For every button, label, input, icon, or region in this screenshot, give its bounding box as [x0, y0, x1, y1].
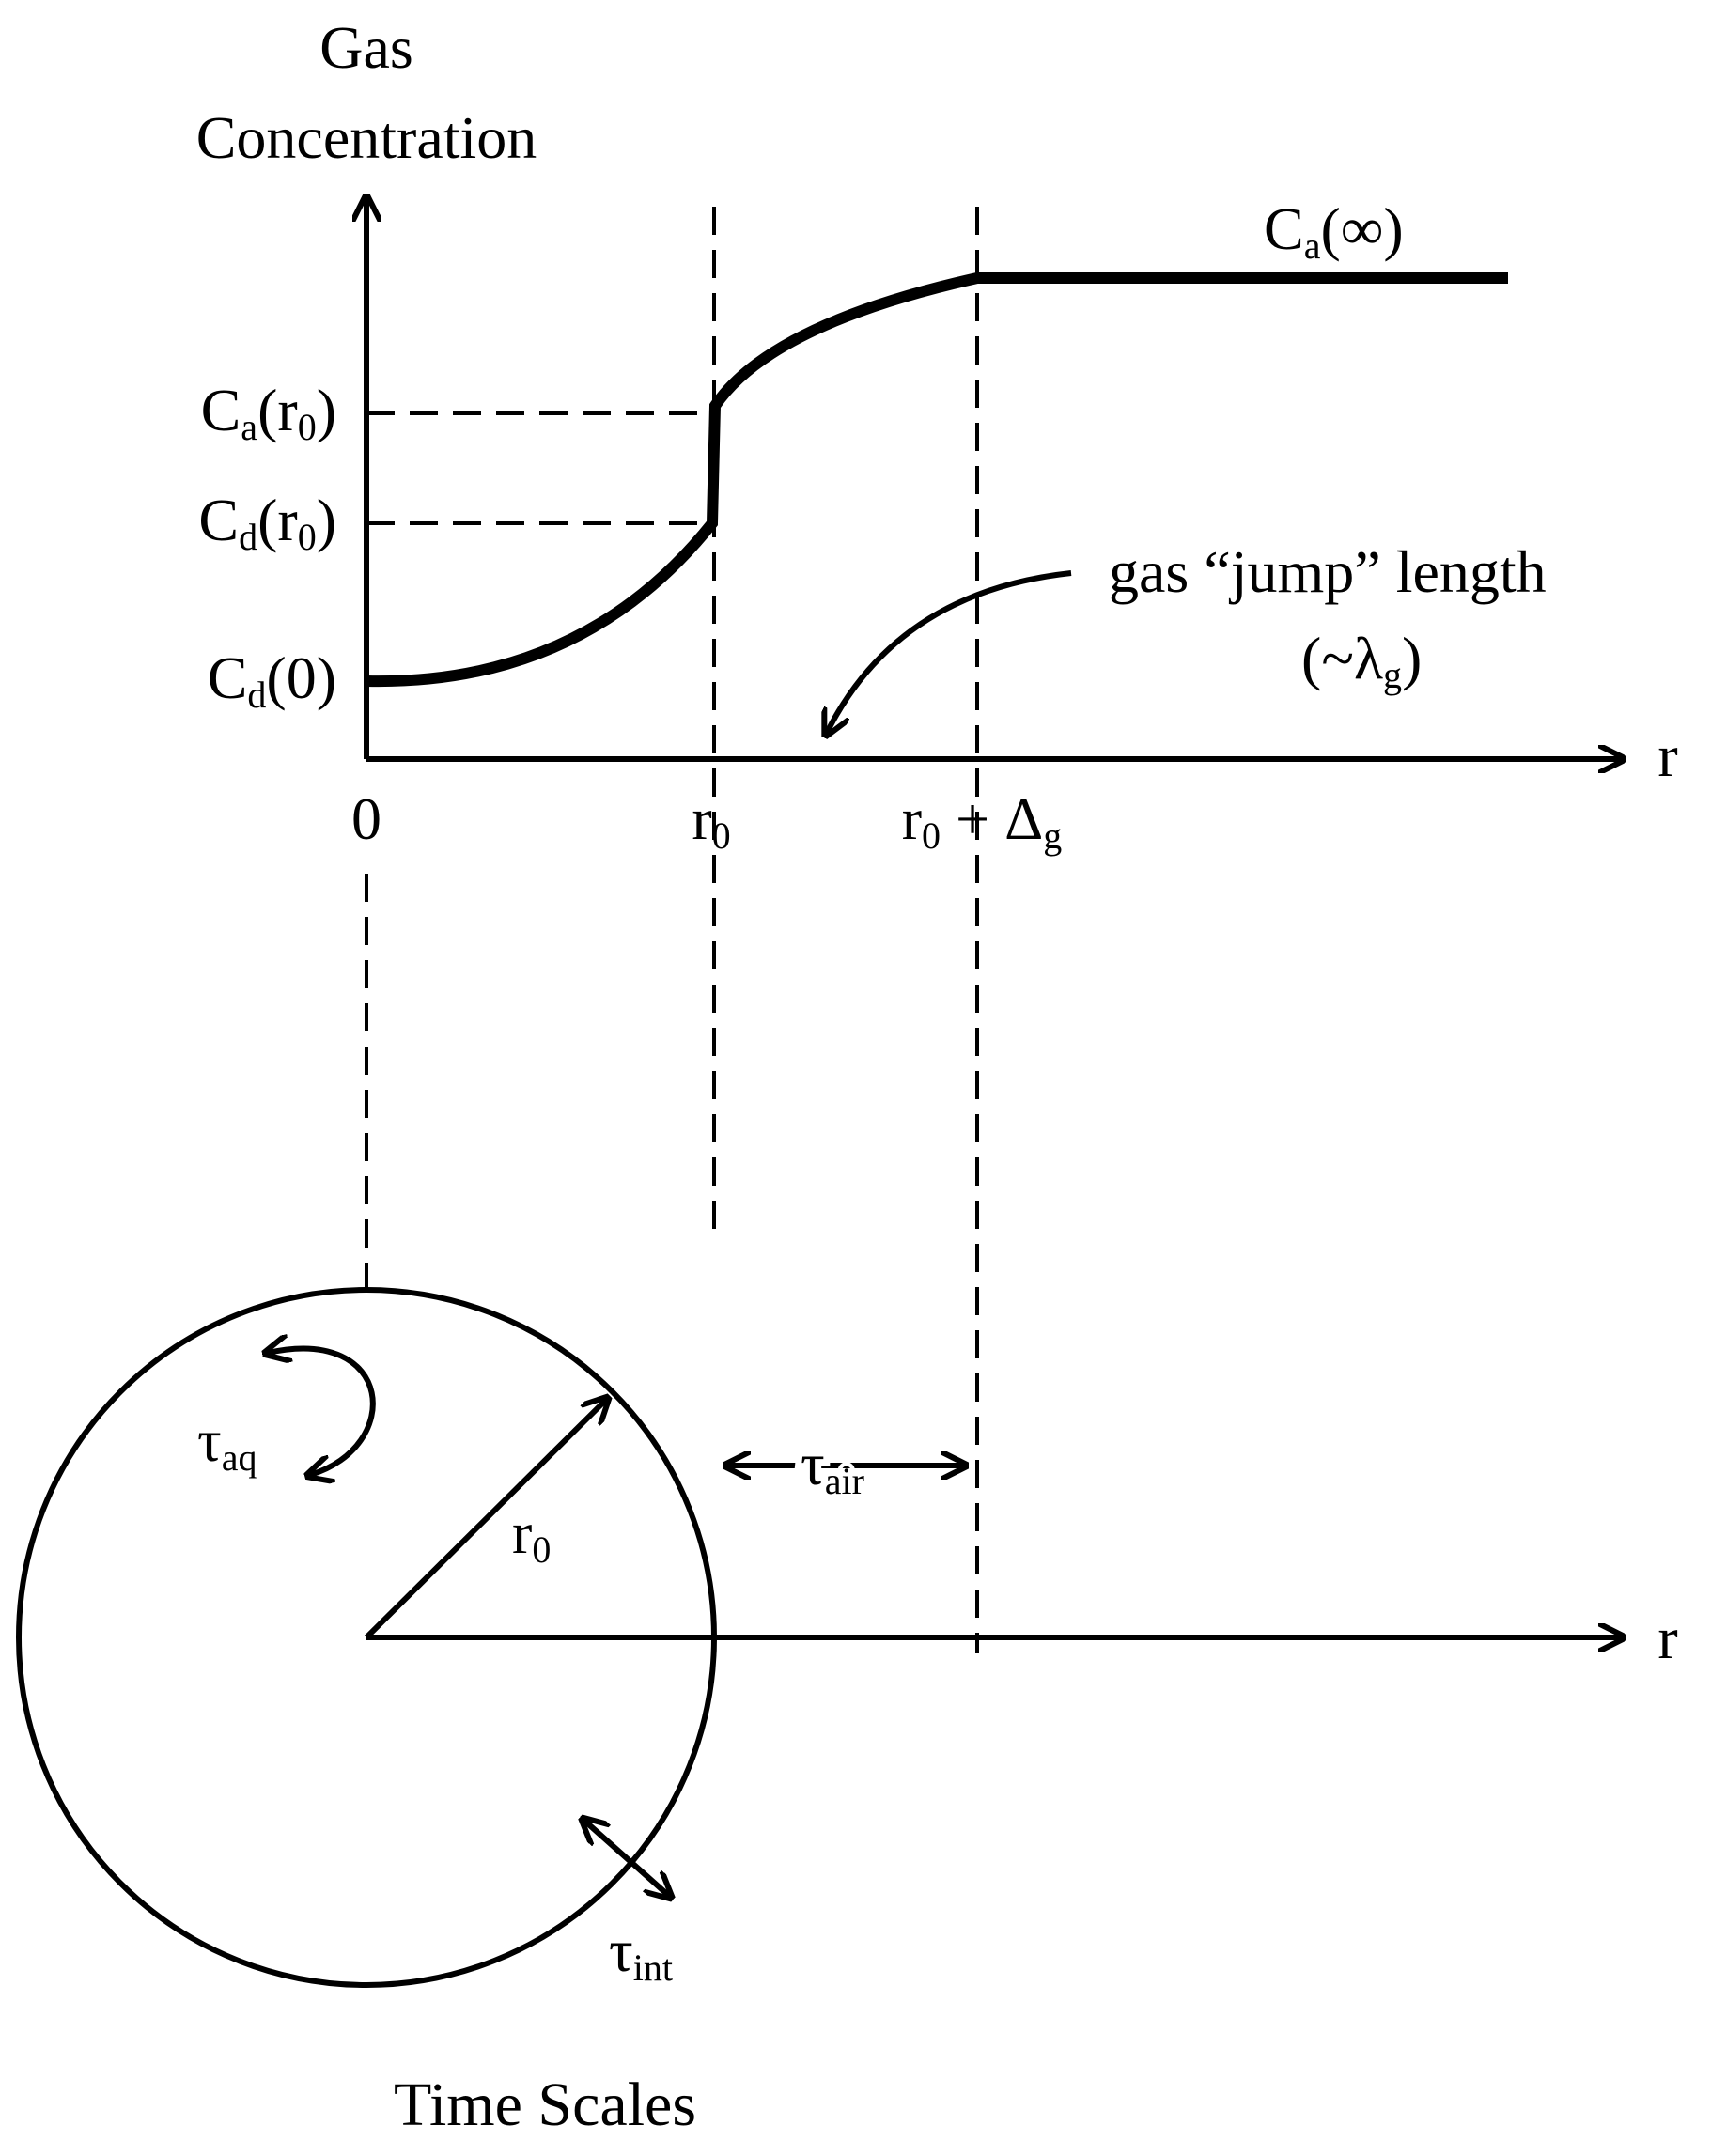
x-label-r0-plus-delta: r0 + Δg	[902, 785, 1063, 857]
tau-aq-label: τaq	[197, 1407, 257, 1479]
x-label-r0: r0	[692, 785, 730, 857]
label-ca-r0: Ca(r0)	[201, 377, 336, 448]
tau-aq-arrow	[268, 1349, 376, 1475]
x-axis-variable-lower: r	[1657, 1605, 1677, 1671]
jump-length-lambda: (~λg)	[1301, 625, 1422, 696]
tau-int-label: τint	[609, 1917, 673, 1989]
y-axis-title-line1: Gas	[319, 14, 413, 81]
jump-length-label: gas “jump” length	[1109, 538, 1547, 605]
time-scales-title: Time Scales	[394, 2071, 696, 2139]
radius-label: r0	[512, 1499, 551, 1571]
tau-int-arrow	[584, 1821, 669, 1896]
radius-arrow	[364, 1400, 606, 1640]
jump-length-arrow	[827, 570, 1072, 733]
label-cd-0: Cd(0)	[208, 644, 336, 716]
label-cd-r0: Cd(r0)	[198, 487, 336, 558]
label-ca-infinity: Ca(∞)	[1264, 195, 1404, 267]
y-axis-title-line2: Concentration	[196, 104, 537, 171]
concentration-curve	[366, 272, 1508, 688]
x-axis-variable-upper: r	[1657, 722, 1677, 789]
x-label-zero: 0	[351, 785, 381, 852]
tau-air-label: τair	[801, 1431, 864, 1502]
